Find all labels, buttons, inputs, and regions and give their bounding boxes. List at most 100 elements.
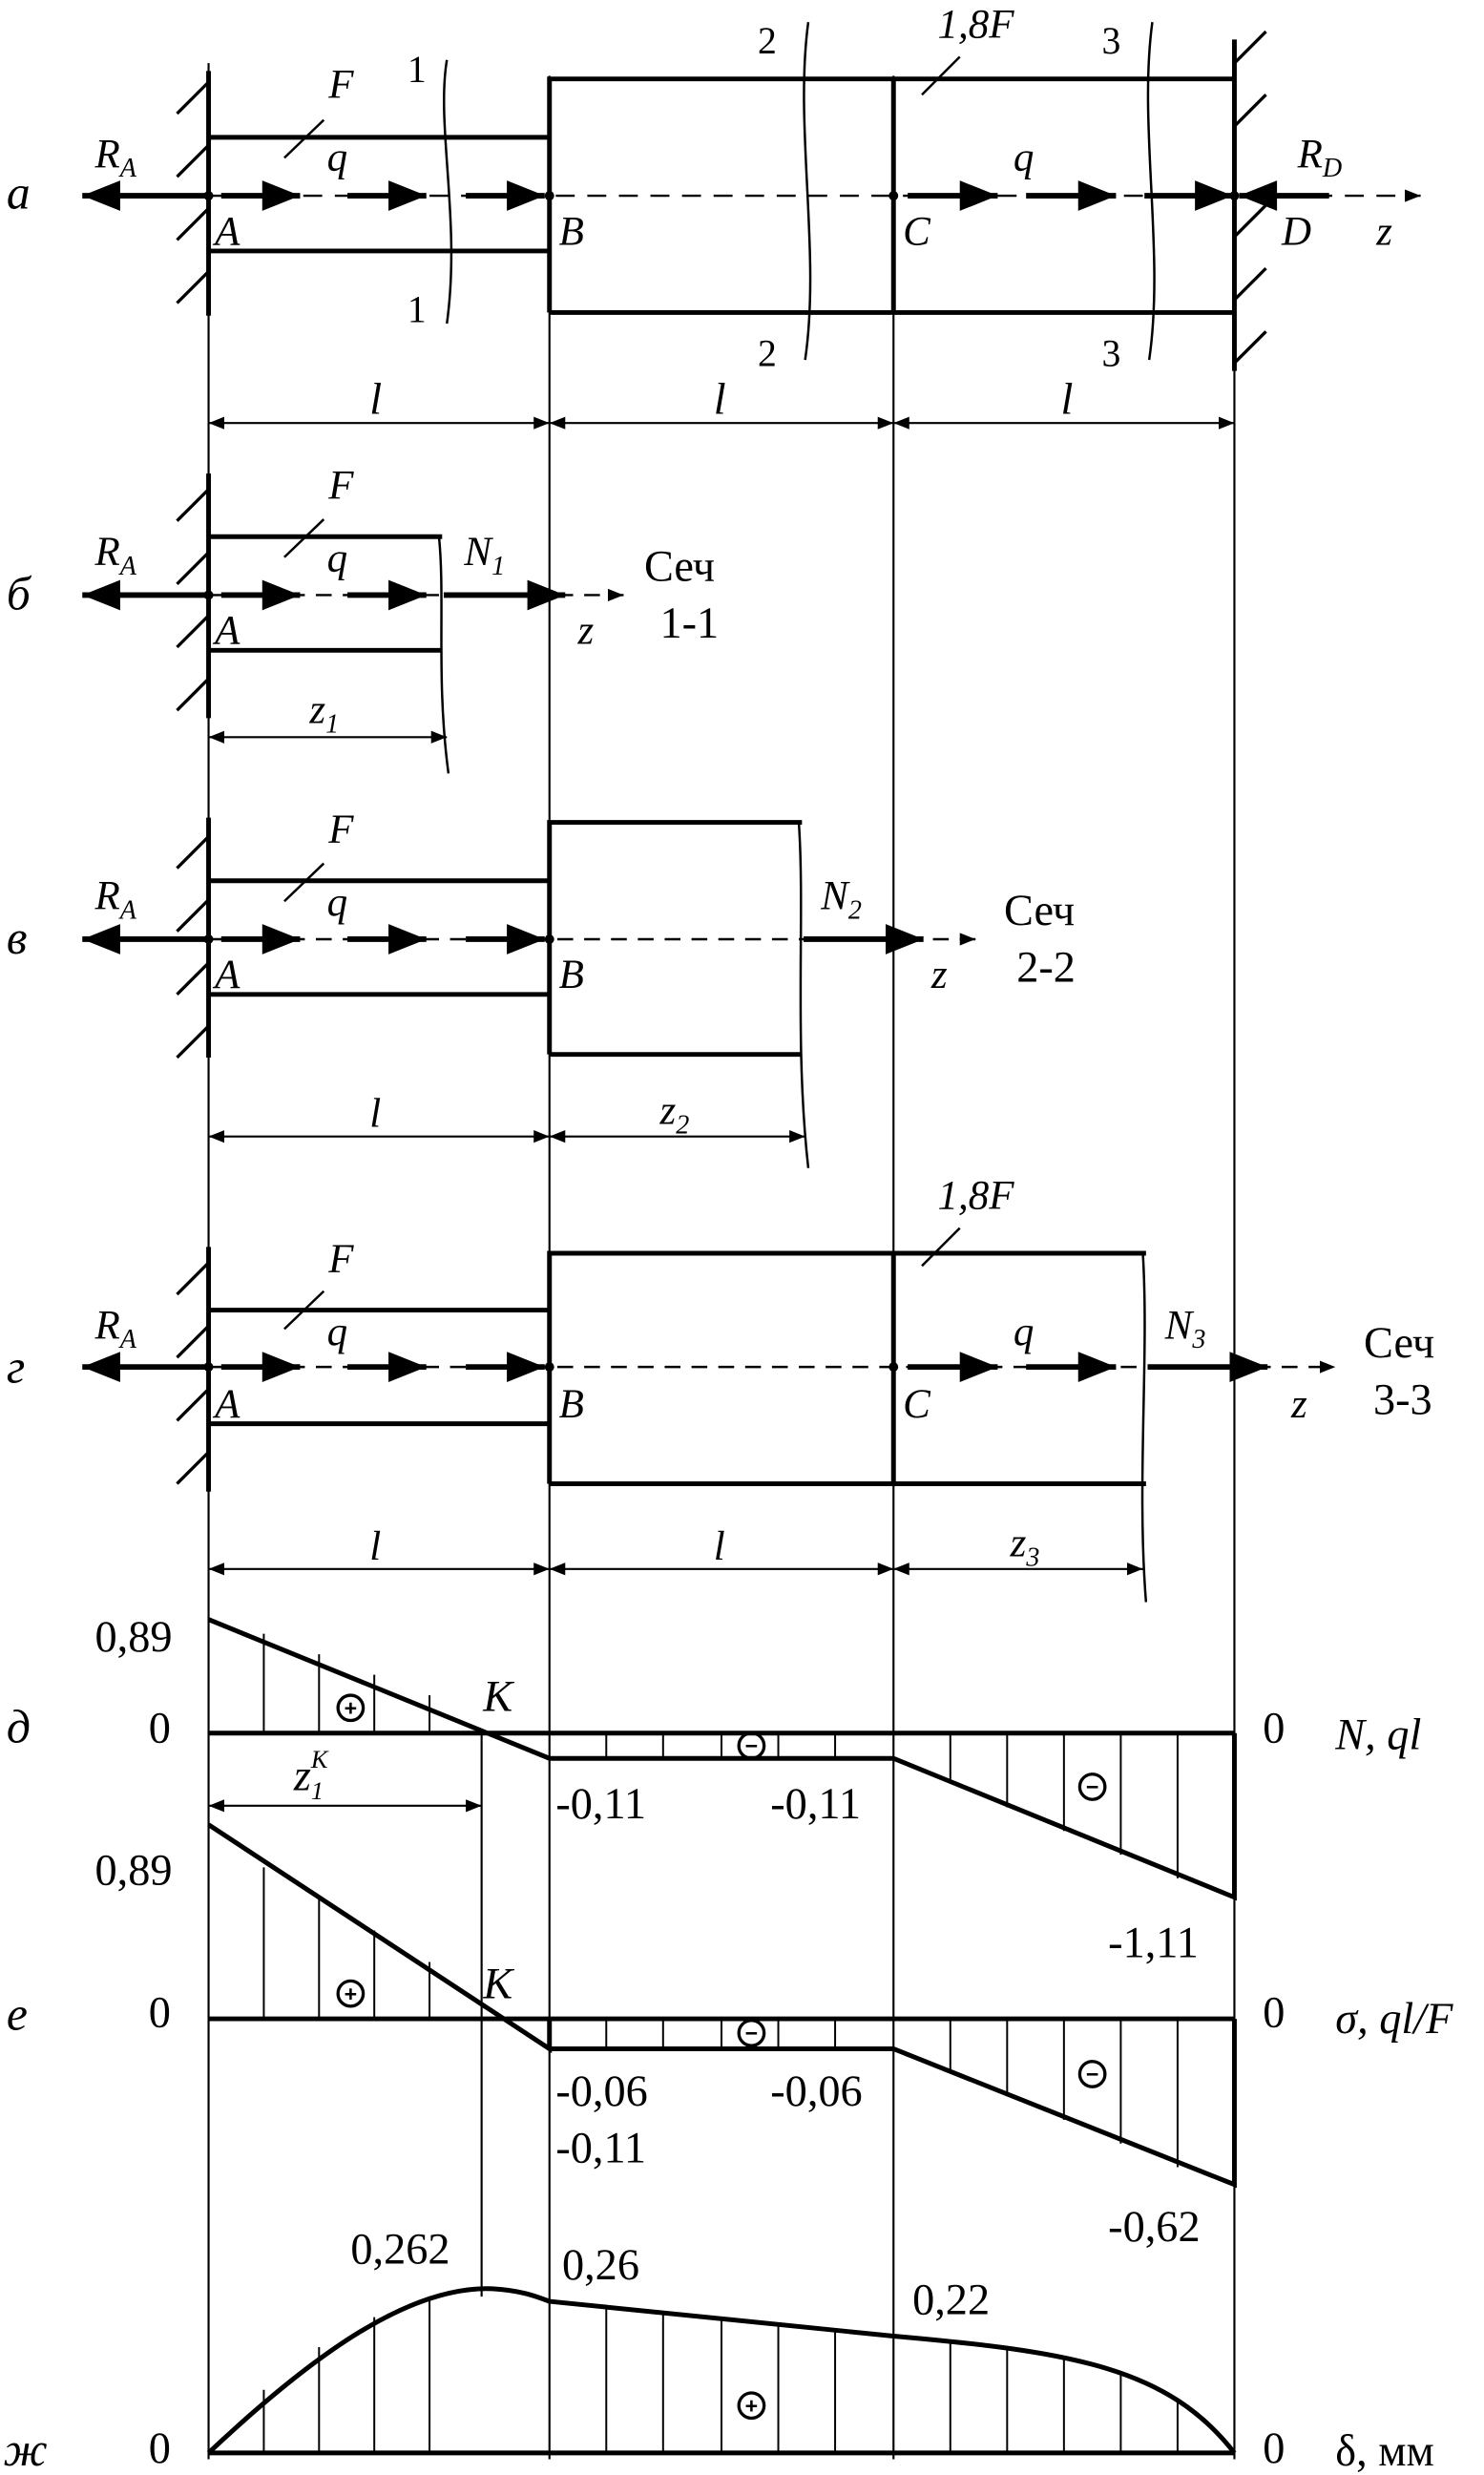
n-c-value: -0,11 xyxy=(770,1780,861,1829)
minus-sign: − xyxy=(1086,2062,1099,2087)
area-f-label: F xyxy=(327,464,354,509)
row-a-points xyxy=(203,191,1240,201)
point-k-label: K xyxy=(482,1673,514,1722)
svg-text:z1: z1 xyxy=(308,687,339,739)
row-g-labels: RA F q A B C 1,8F q N3 z l l z3 xyxy=(94,1174,1307,1573)
section-2-bottom: 2 xyxy=(758,333,777,375)
q-label: q xyxy=(1014,136,1035,180)
minus-sign: − xyxy=(745,1733,759,1758)
row-v-bar xyxy=(82,817,976,1168)
reaction-ra-label: R xyxy=(94,132,119,177)
delta-c-value: 0,22 xyxy=(912,2276,990,2324)
reaction-ra-label: R xyxy=(94,530,119,575)
sigma-diagram-values: 0,89 0 -0,06 -0,11 -0,06 -0,62 0 xyxy=(94,1847,1285,2253)
plus-sign: + xyxy=(345,1696,358,1721)
row-label-v: в xyxy=(7,912,28,964)
section-2-top: 2 xyxy=(758,20,777,62)
n-diagram xyxy=(207,1617,1237,1901)
delta-diagram xyxy=(206,2286,1237,2456)
n-end-value: -1,11 xyxy=(1108,1919,1199,1968)
row-label-g: г xyxy=(7,1341,25,1394)
section-3-bottom: 3 xyxy=(1102,333,1121,375)
svg-text:RA: RA xyxy=(94,132,136,183)
delta-diagram-values: 0 0,262 0,26 0,22 0 δ, мм xyxy=(149,2225,1434,2475)
svg-text:RD: RD xyxy=(1297,132,1343,183)
delta-zero: 0 xyxy=(149,2424,171,2473)
section-1-top: 1 xyxy=(408,49,427,91)
cut-3-name: 3-3 xyxy=(1373,1376,1432,1425)
axis-z-label: z xyxy=(577,609,595,654)
dim-l-1: l xyxy=(369,375,382,424)
n-start-value: 0,89 xyxy=(94,1613,172,1662)
sigma-start-value: 0,89 xyxy=(94,1847,172,1896)
q-label: q xyxy=(327,1310,348,1354)
delta-diagram-signs: + xyxy=(737,2391,766,2421)
delta-axis-label: δ, мм xyxy=(1335,2427,1434,2475)
q-label: q xyxy=(327,536,348,581)
force-n2-label: N xyxy=(820,874,850,919)
svg-text:N2: N2 xyxy=(820,874,862,926)
sigma-end-zero: 0 xyxy=(1263,1988,1285,2037)
point-b-label: B xyxy=(559,209,584,254)
delta-b-value: 0,26 xyxy=(562,2241,639,2290)
dim-z1k-label: z xyxy=(293,1751,311,1800)
point-c-label: C xyxy=(903,1382,931,1427)
point-c-label: C xyxy=(903,209,931,254)
section-3-top: 3 xyxy=(1102,20,1121,62)
point-k-label: K xyxy=(482,1961,514,2009)
n-zero: 0 xyxy=(149,1705,171,1753)
svg-text:RA: RA xyxy=(94,1303,136,1354)
sigma-zero: 0 xyxy=(149,1988,171,2037)
dim-l-2: l xyxy=(714,375,726,424)
dim-l-label: l xyxy=(714,1524,725,1569)
n-b-value: -0,11 xyxy=(555,1780,646,1829)
q-label: q xyxy=(327,880,348,925)
area-18f-label: 1,8F xyxy=(938,1174,1015,1219)
row-label-e: е xyxy=(7,1988,28,2041)
force-n1-label: N xyxy=(463,530,493,575)
delta-end-zero: 0 xyxy=(1263,2424,1285,2473)
dim-z2-label: z xyxy=(659,1088,677,1133)
svg-text:z2: z2 xyxy=(659,1088,690,1140)
row-b-labels: RA F q A N1 z z1 xyxy=(94,464,594,740)
svg-text:z3: z3 xyxy=(1010,1521,1040,1573)
row-v-labels: RA F q A B N2 z l z2 xyxy=(94,808,947,1140)
row-a-section-numbers: 1 1 2 2 3 3 xyxy=(408,20,1120,374)
force-n3-label: N xyxy=(1164,1303,1195,1348)
area-f-label: F xyxy=(327,63,354,108)
axis-z-label: z xyxy=(1290,1382,1307,1427)
svg-text:RA: RA xyxy=(94,530,136,581)
point-d-label: D xyxy=(1281,209,1311,254)
area-18f-label: 1,8F xyxy=(938,3,1015,48)
cut-2-name: 2-2 xyxy=(1016,944,1076,993)
n-diagram-values: 0,89 0 -0,11 -0,11 -1,11 0 xyxy=(94,1613,1285,1968)
row-label-zh: ж xyxy=(4,2423,48,2475)
row-label-a: а xyxy=(7,166,31,219)
reaction-ra-label: R xyxy=(94,1303,119,1348)
section-1-bottom: 1 xyxy=(408,288,427,330)
cut-1-title: Сеч xyxy=(644,543,715,592)
reaction-ra-label: R xyxy=(94,874,119,919)
svg-text:N3: N3 xyxy=(1164,1303,1206,1354)
q-label: q xyxy=(327,136,348,180)
svg-text:RA: RA xyxy=(94,874,136,926)
svg-text:z1K: z1K xyxy=(293,1745,329,1805)
axis-z-label: z xyxy=(1375,209,1392,254)
row-g-bar xyxy=(82,1227,1336,1603)
point-b-label: B xyxy=(559,953,584,997)
sigma-axis-label: σ, ql/F xyxy=(1335,1995,1453,2044)
point-a-label: A xyxy=(212,209,240,254)
delta-max-value: 0,262 xyxy=(350,2225,449,2274)
n-axis-label: N, ql xyxy=(1334,1710,1421,1759)
sigma-end-value: -0,62 xyxy=(1108,2203,1200,2252)
point-a-label: A xyxy=(212,953,240,997)
minus-sign: − xyxy=(745,2021,759,2045)
svg-text:N1: N1 xyxy=(463,530,505,581)
n-end-zero: 0 xyxy=(1263,1705,1285,1753)
minus-sign: − xyxy=(1086,1774,1099,1799)
point-a-label: A xyxy=(212,609,240,654)
row-letters: а б в г д е ж xyxy=(4,166,48,2475)
sigma-c-value: -0,06 xyxy=(770,2067,862,2116)
point-a-label: A xyxy=(212,1382,240,1427)
